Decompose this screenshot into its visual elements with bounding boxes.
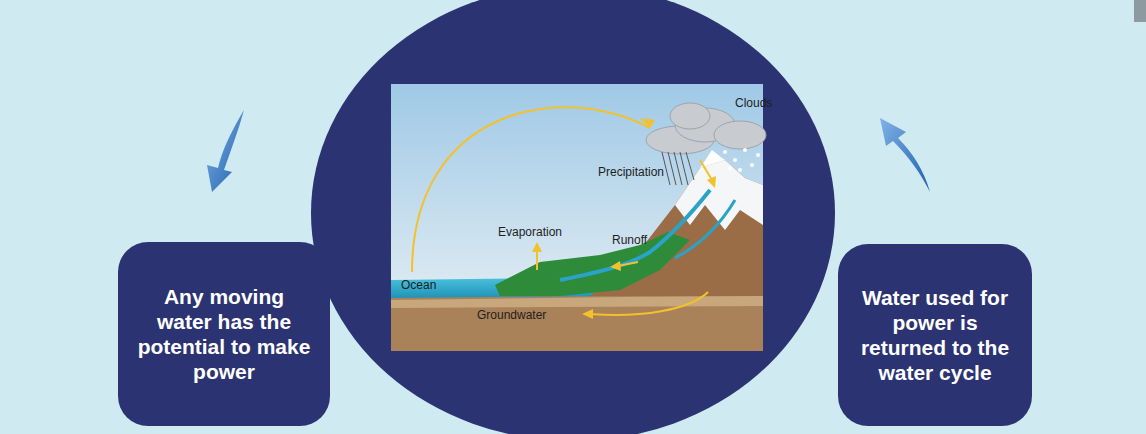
illustration-label: Precipitation bbox=[598, 166, 664, 179]
water-cycle-illustration bbox=[391, 84, 766, 351]
cycle-arrow bbox=[880, 118, 930, 192]
box-text: Water used for power is returned to the … bbox=[854, 285, 1016, 386]
cycle-arrow bbox=[207, 110, 244, 192]
photo-fragment bbox=[1134, 0, 1146, 22]
illustration-label: Runoff bbox=[612, 234, 647, 247]
illustration-label: Groundwater bbox=[477, 309, 546, 322]
center-ellipse bbox=[311, 0, 835, 434]
illustration-label: Evaporation bbox=[498, 226, 562, 239]
text-box: Any moving water has the potential to ma… bbox=[118, 242, 330, 426]
illustration-label: Ocean bbox=[401, 279, 436, 292]
illustration-label: Clouds bbox=[735, 97, 772, 110]
text-box: Water used for power is returned to the … bbox=[838, 244, 1032, 426]
box-text: Any moving water has the potential to ma… bbox=[134, 284, 314, 385]
